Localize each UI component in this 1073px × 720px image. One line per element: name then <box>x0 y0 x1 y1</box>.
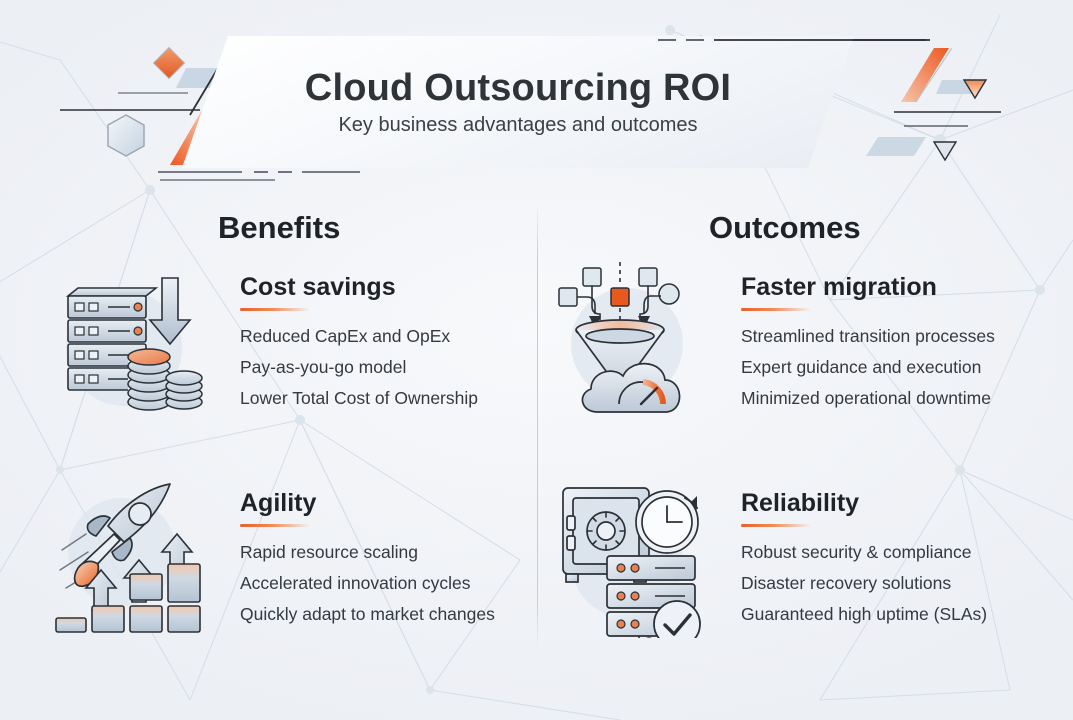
safe-clock-server-check-icon <box>551 478 709 651</box>
card-cost-savings: Cost savings Reduced CapEx and OpEx Pay-… <box>52 262 478 422</box>
card-bullet: Expert guidance and execution <box>741 357 982 378</box>
title-accent-bar <box>741 524 811 528</box>
card-reliability: Reliability Robust security & compliance… <box>551 478 988 651</box>
card-bullet: Guaranteed high uptime (SLAs) <box>741 604 988 625</box>
title-banner-shape <box>182 36 854 168</box>
page-subtitle: Key business advantages and outcomes <box>338 114 698 136</box>
card-bullet: Disaster recovery solutions <box>741 573 952 594</box>
title-accent-bar <box>240 524 310 528</box>
section-title-benefits: Benefits <box>218 210 341 245</box>
title-accent-bar <box>741 308 811 312</box>
page-title: Cloud Outsourcing ROI <box>304 67 732 109</box>
card-bullet: Rapid resource scaling <box>240 542 419 563</box>
column-divider <box>537 204 538 650</box>
rocket-growth-bars-icon <box>52 478 210 638</box>
card-bullet: Lower Total Cost of Ownership <box>240 388 478 409</box>
card-title: Agility <box>240 489 317 517</box>
server-rack-coins-down-arrow-icon <box>52 262 210 422</box>
card-title: Reliability <box>741 489 860 517</box>
card-agility: Agility Rapid resource scaling Accelerat… <box>52 478 495 638</box>
card-title: Cost savings <box>240 273 396 301</box>
card-bullet: Quickly adapt to market changes <box>240 604 495 625</box>
card-bullet: Minimized operational downtime <box>741 388 991 409</box>
card-bullet: Reduced CapEx and OpEx <box>240 326 451 347</box>
header-banner: Cloud Outsourcing ROI Key business advan… <box>0 0 1073 200</box>
card-bullet: Pay-as-you-go model <box>240 357 407 378</box>
funnel-cloud-speedometer-icon <box>551 262 709 422</box>
card-bullet: Streamlined transition processes <box>741 326 995 347</box>
card-bullet: Accelerated innovation cycles <box>240 573 471 594</box>
card-bullet: Robust security & compliance <box>741 542 972 563</box>
title-accent-bar <box>240 308 310 312</box>
card-faster-migration: Faster migration Streamlined transition … <box>551 262 995 422</box>
section-title-outcomes: Outcomes <box>709 210 861 245</box>
card-title: Faster migration <box>741 273 937 301</box>
header-right-decoration <box>846 39 1001 162</box>
